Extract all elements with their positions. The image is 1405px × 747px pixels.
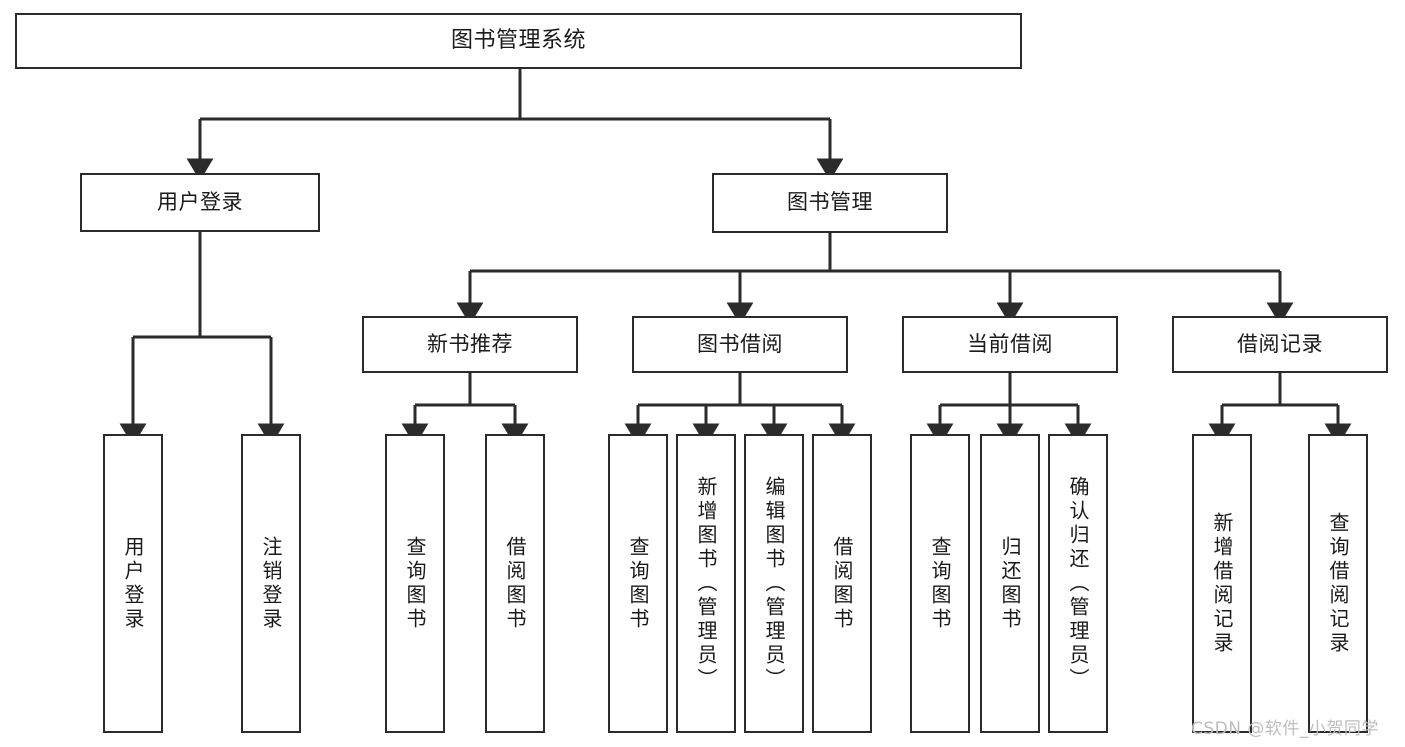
node-label: 新增借阅记录	[1210, 511, 1234, 656]
node-user-login[interactable]: 用户登录	[80, 173, 320, 232]
node-label: 当前借阅	[967, 331, 1053, 356]
leaf-return-book[interactable]: 归还图书	[980, 434, 1040, 733]
leaf-borrow-book[interactable]: 借阅图书	[812, 434, 872, 733]
node-label: 查询图书	[928, 535, 952, 632]
leaf-logout-login[interactable]: 注销登录	[241, 434, 301, 733]
node-label: 用户登录	[121, 535, 145, 632]
node-label: 查询借阅记录	[1326, 511, 1350, 656]
node-label: 查询图书	[626, 535, 650, 632]
node-label: 图书借阅	[697, 331, 783, 356]
node-label: 借阅记录	[1237, 331, 1323, 356]
leaf-add-book[interactable]: 新增图书（管理员）	[676, 434, 736, 733]
node-label: 图书管理	[787, 190, 873, 215]
leaf-query-book-recommend[interactable]: 查询图书	[385, 434, 445, 733]
node-label: 借阅图书	[830, 535, 854, 632]
node-book-borrow[interactable]: 图书借阅	[632, 316, 848, 373]
node-label: 编辑图书（管理员）	[762, 475, 786, 692]
leaf-borrow-book-recommend[interactable]: 借阅图书	[485, 434, 545, 733]
node-label: 查询图书	[403, 535, 427, 632]
node-label: 归还图书	[998, 535, 1022, 632]
node-label: 用户登录	[157, 189, 243, 214]
leaf-confirm-return[interactable]: 确认归还（管理员）	[1048, 434, 1108, 733]
node-label: 确认归还（管理员）	[1066, 475, 1090, 692]
node-root-book-management-system[interactable]: 图书管理系统	[15, 13, 1022, 69]
node-current-borrow[interactable]: 当前借阅	[902, 316, 1118, 373]
leaf-edit-book[interactable]: 编辑图书（管理员）	[744, 434, 804, 733]
leaf-user-login[interactable]: 用户登录	[103, 434, 163, 733]
node-label: 注销登录	[259, 535, 283, 632]
leaf-query-book-current[interactable]: 查询图书	[910, 434, 970, 733]
node-borrow-record[interactable]: 借阅记录	[1172, 316, 1388, 373]
node-book-manage[interactable]: 图书管理	[712, 173, 948, 233]
leaf-add-borrow-record[interactable]: 新增借阅记录	[1192, 434, 1252, 733]
node-label: 新书推荐	[427, 331, 513, 356]
node-label: 新增图书（管理员）	[694, 475, 718, 692]
node-label: 借阅图书	[503, 535, 527, 632]
leaf-query-book-borrow[interactable]: 查询图书	[608, 434, 668, 733]
csdn-watermark: CSDN @软件_小贺同学	[1191, 719, 1379, 739]
node-new-book-recommend[interactable]: 新书推荐	[362, 316, 578, 373]
node-label: 图书管理系统	[450, 27, 586, 53]
leaf-query-borrow-record[interactable]: 查询借阅记录	[1308, 434, 1368, 733]
